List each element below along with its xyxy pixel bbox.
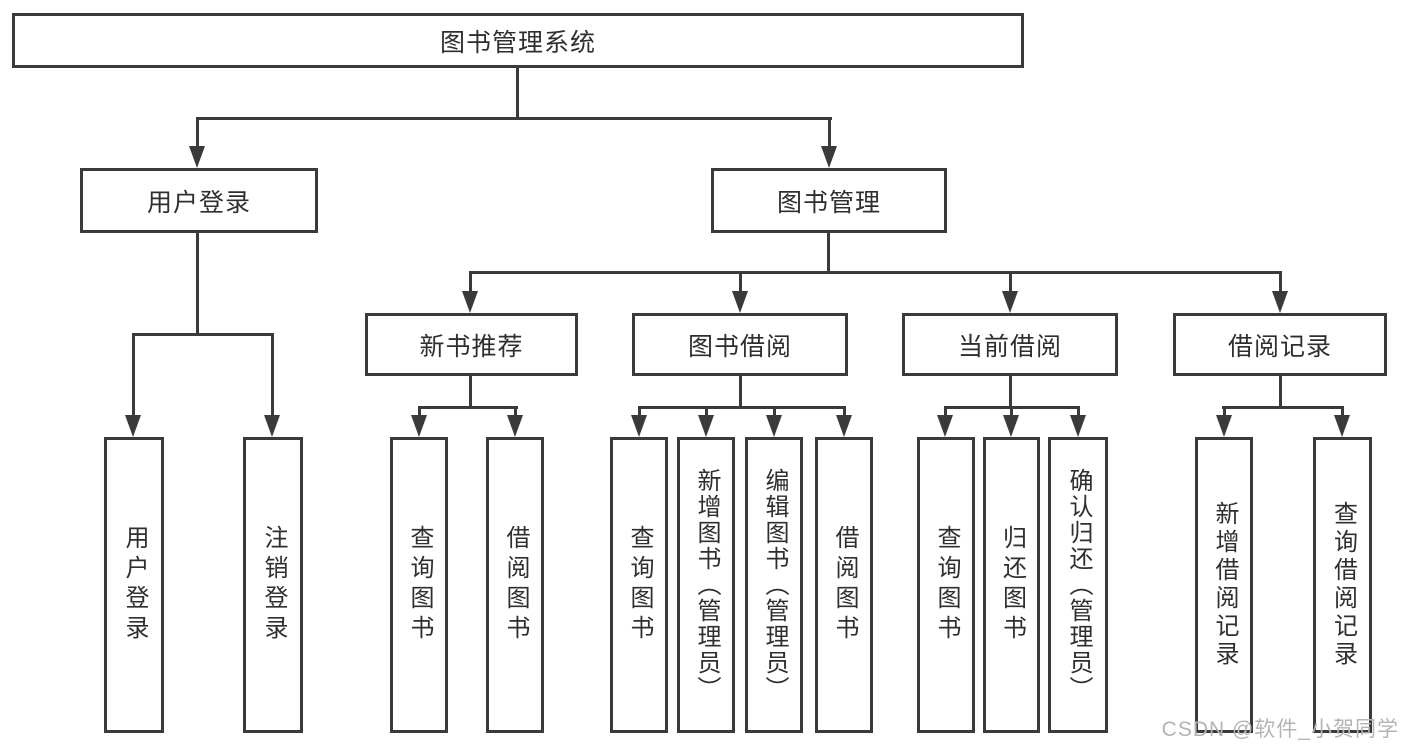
- arrowhead-bb-edit: [766, 415, 782, 437]
- connector-user-login-bar: [132, 333, 274, 336]
- arrow-shaft-nb-query: [418, 406, 421, 417]
- arrowhead-user-login: [189, 146, 205, 168]
- arrowhead-bb-query: [631, 415, 647, 437]
- arrow-shaft-current-borrow: [1009, 271, 1012, 293]
- leaf-bb-edit: 编辑图书（管理员）: [745, 437, 803, 733]
- arrowhead-cb-return: [1003, 415, 1019, 437]
- arrow-shaft-bb-query: [638, 406, 641, 417]
- arrow-shaft-bb-edit: [773, 406, 776, 417]
- arrow-shaft-borrow-record: [1279, 271, 1282, 293]
- node-book-borrow-label: 图书借阅: [687, 332, 792, 361]
- leaf-nb-borrow-label: 借阅图书: [502, 525, 529, 645]
- leaf-nb-query: 查询图书: [390, 437, 448, 733]
- arrow-shaft-book-borrow: [739, 271, 742, 293]
- node-current-borrow-label: 当前借阅: [957, 332, 1062, 361]
- arrow-shaft-nb-borrow: [514, 406, 517, 417]
- arrowhead-new-book-rec: [462, 291, 478, 313]
- leaf-bb-query-label: 查询图书: [626, 525, 653, 645]
- arrow-shaft-br-query: [1341, 406, 1344, 417]
- leaf-ul-user-login-label: 用户登录: [121, 525, 148, 645]
- node-user-login: 用户登录: [80, 168, 318, 233]
- connector-book-mgmt-stem: [827, 233, 830, 274]
- arrow-shaft-ul-user-login: [132, 333, 135, 417]
- leaf-br-add-label: 新增借阅记录: [1211, 501, 1238, 669]
- node-book-mgmt-label: 图书管理: [776, 188, 881, 217]
- arrow-shaft-cb-confirm: [1077, 406, 1080, 417]
- arrow-shaft-new-book-rec: [469, 271, 472, 293]
- arrowhead-cb-confirm: [1070, 415, 1086, 437]
- leaf-cb-return-label: 归还图书: [998, 525, 1026, 645]
- arrowhead-br-add: [1216, 415, 1232, 437]
- csdn-watermark: CSDN @软件_小贺同学: [1161, 718, 1399, 741]
- node-current-borrow: 当前借阅: [902, 313, 1118, 376]
- arrow-shaft-ul-logout: [271, 333, 274, 417]
- leaf-br-query: 查询借阅记录: [1313, 437, 1372, 733]
- node-new-book-rec-label: 新书推荐: [419, 332, 524, 361]
- connector-book-borrow-bar: [638, 406, 846, 409]
- arrowhead-current-borrow: [1002, 291, 1018, 313]
- arrowhead-ul-logout: [264, 415, 280, 437]
- arrowhead-book-mgmt: [821, 146, 837, 168]
- arrow-shaft-bb-add: [705, 406, 708, 417]
- arrowhead-nb-query: [411, 415, 427, 437]
- leaf-cb-query: 查询图书: [917, 437, 975, 733]
- node-borrow-record-label: 借阅记录: [1227, 332, 1332, 361]
- leaf-ul-logout: 注销登录: [243, 437, 303, 733]
- arrowhead-bb-borrow: [836, 415, 852, 437]
- connector-book-mgmt-bar: [469, 271, 1282, 274]
- arrow-shaft-user-login: [196, 117, 199, 147]
- node-book-borrow: 图书借阅: [632, 313, 848, 376]
- node-user-login-label: 用户登录: [146, 188, 251, 217]
- arrowhead-nb-borrow: [507, 415, 523, 437]
- leaf-nb-query-label: 查询图书: [406, 525, 433, 645]
- connector-new-book-rec-stem: [469, 376, 472, 409]
- leaf-cb-confirm-label: 确认归还（管理员）: [1065, 468, 1092, 702]
- arrowhead-cb-query: [937, 415, 953, 437]
- arrow-shaft-book-mgmt: [828, 117, 831, 147]
- arrowhead-borrow-record: [1272, 291, 1288, 313]
- connector-borrow-record-bar: [1222, 406, 1344, 409]
- arrow-shaft-bb-borrow: [843, 406, 846, 417]
- connector-borrow-record-stem: [1279, 376, 1282, 409]
- leaf-cb-return: 归还图书: [983, 437, 1040, 733]
- node-book-mgmt: 图书管理: [711, 168, 947, 233]
- arrowhead-br-query: [1334, 415, 1350, 437]
- leaf-nb-borrow: 借阅图书: [486, 437, 544, 733]
- node-root: 图书管理系统: [12, 13, 1024, 68]
- connector-book-borrow-stem: [739, 376, 742, 409]
- arrowhead-bb-add: [698, 415, 714, 437]
- connector-root-stem: [516, 68, 519, 120]
- leaf-bb-borrow: 借阅图书: [815, 437, 873, 733]
- node-new-book-rec: 新书推荐: [365, 313, 578, 376]
- connector-user-login-stem: [196, 233, 199, 336]
- connector-new-book-rec-bar: [418, 406, 518, 409]
- arrow-shaft-cb-query: [944, 406, 947, 417]
- leaf-bb-add: 新增图书（管理员）: [677, 437, 735, 733]
- leaf-br-query-label: 查询借阅记录: [1329, 501, 1357, 669]
- leaf-ul-logout-label: 注销登录: [260, 525, 287, 645]
- connector-root-bar: [196, 117, 832, 120]
- leaf-bb-query: 查询图书: [610, 437, 668, 733]
- leaf-bb-add-label: 新增图书（管理员）: [693, 468, 720, 702]
- leaf-br-add: 新增借阅记录: [1195, 437, 1253, 733]
- arrowhead-book-borrow: [732, 291, 748, 313]
- node-root-label: 图书管理系统: [439, 28, 596, 57]
- leaf-cb-query-label: 查询图书: [933, 525, 960, 645]
- leaf-ul-user-login: 用户登录: [104, 437, 164, 733]
- leaf-bb-edit-label: 编辑图书（管理员）: [761, 468, 788, 702]
- arrow-shaft-br-add: [1223, 406, 1226, 417]
- leaf-bb-borrow-label: 借阅图书: [831, 525, 858, 645]
- arrow-shaft-cb-return: [1010, 406, 1013, 417]
- node-borrow-record: 借阅记录: [1173, 313, 1387, 376]
- arrowhead-ul-user-login: [125, 415, 141, 437]
- leaf-cb-confirm: 确认归还（管理员）: [1048, 437, 1108, 733]
- connector-current-borrow-stem: [1009, 376, 1012, 409]
